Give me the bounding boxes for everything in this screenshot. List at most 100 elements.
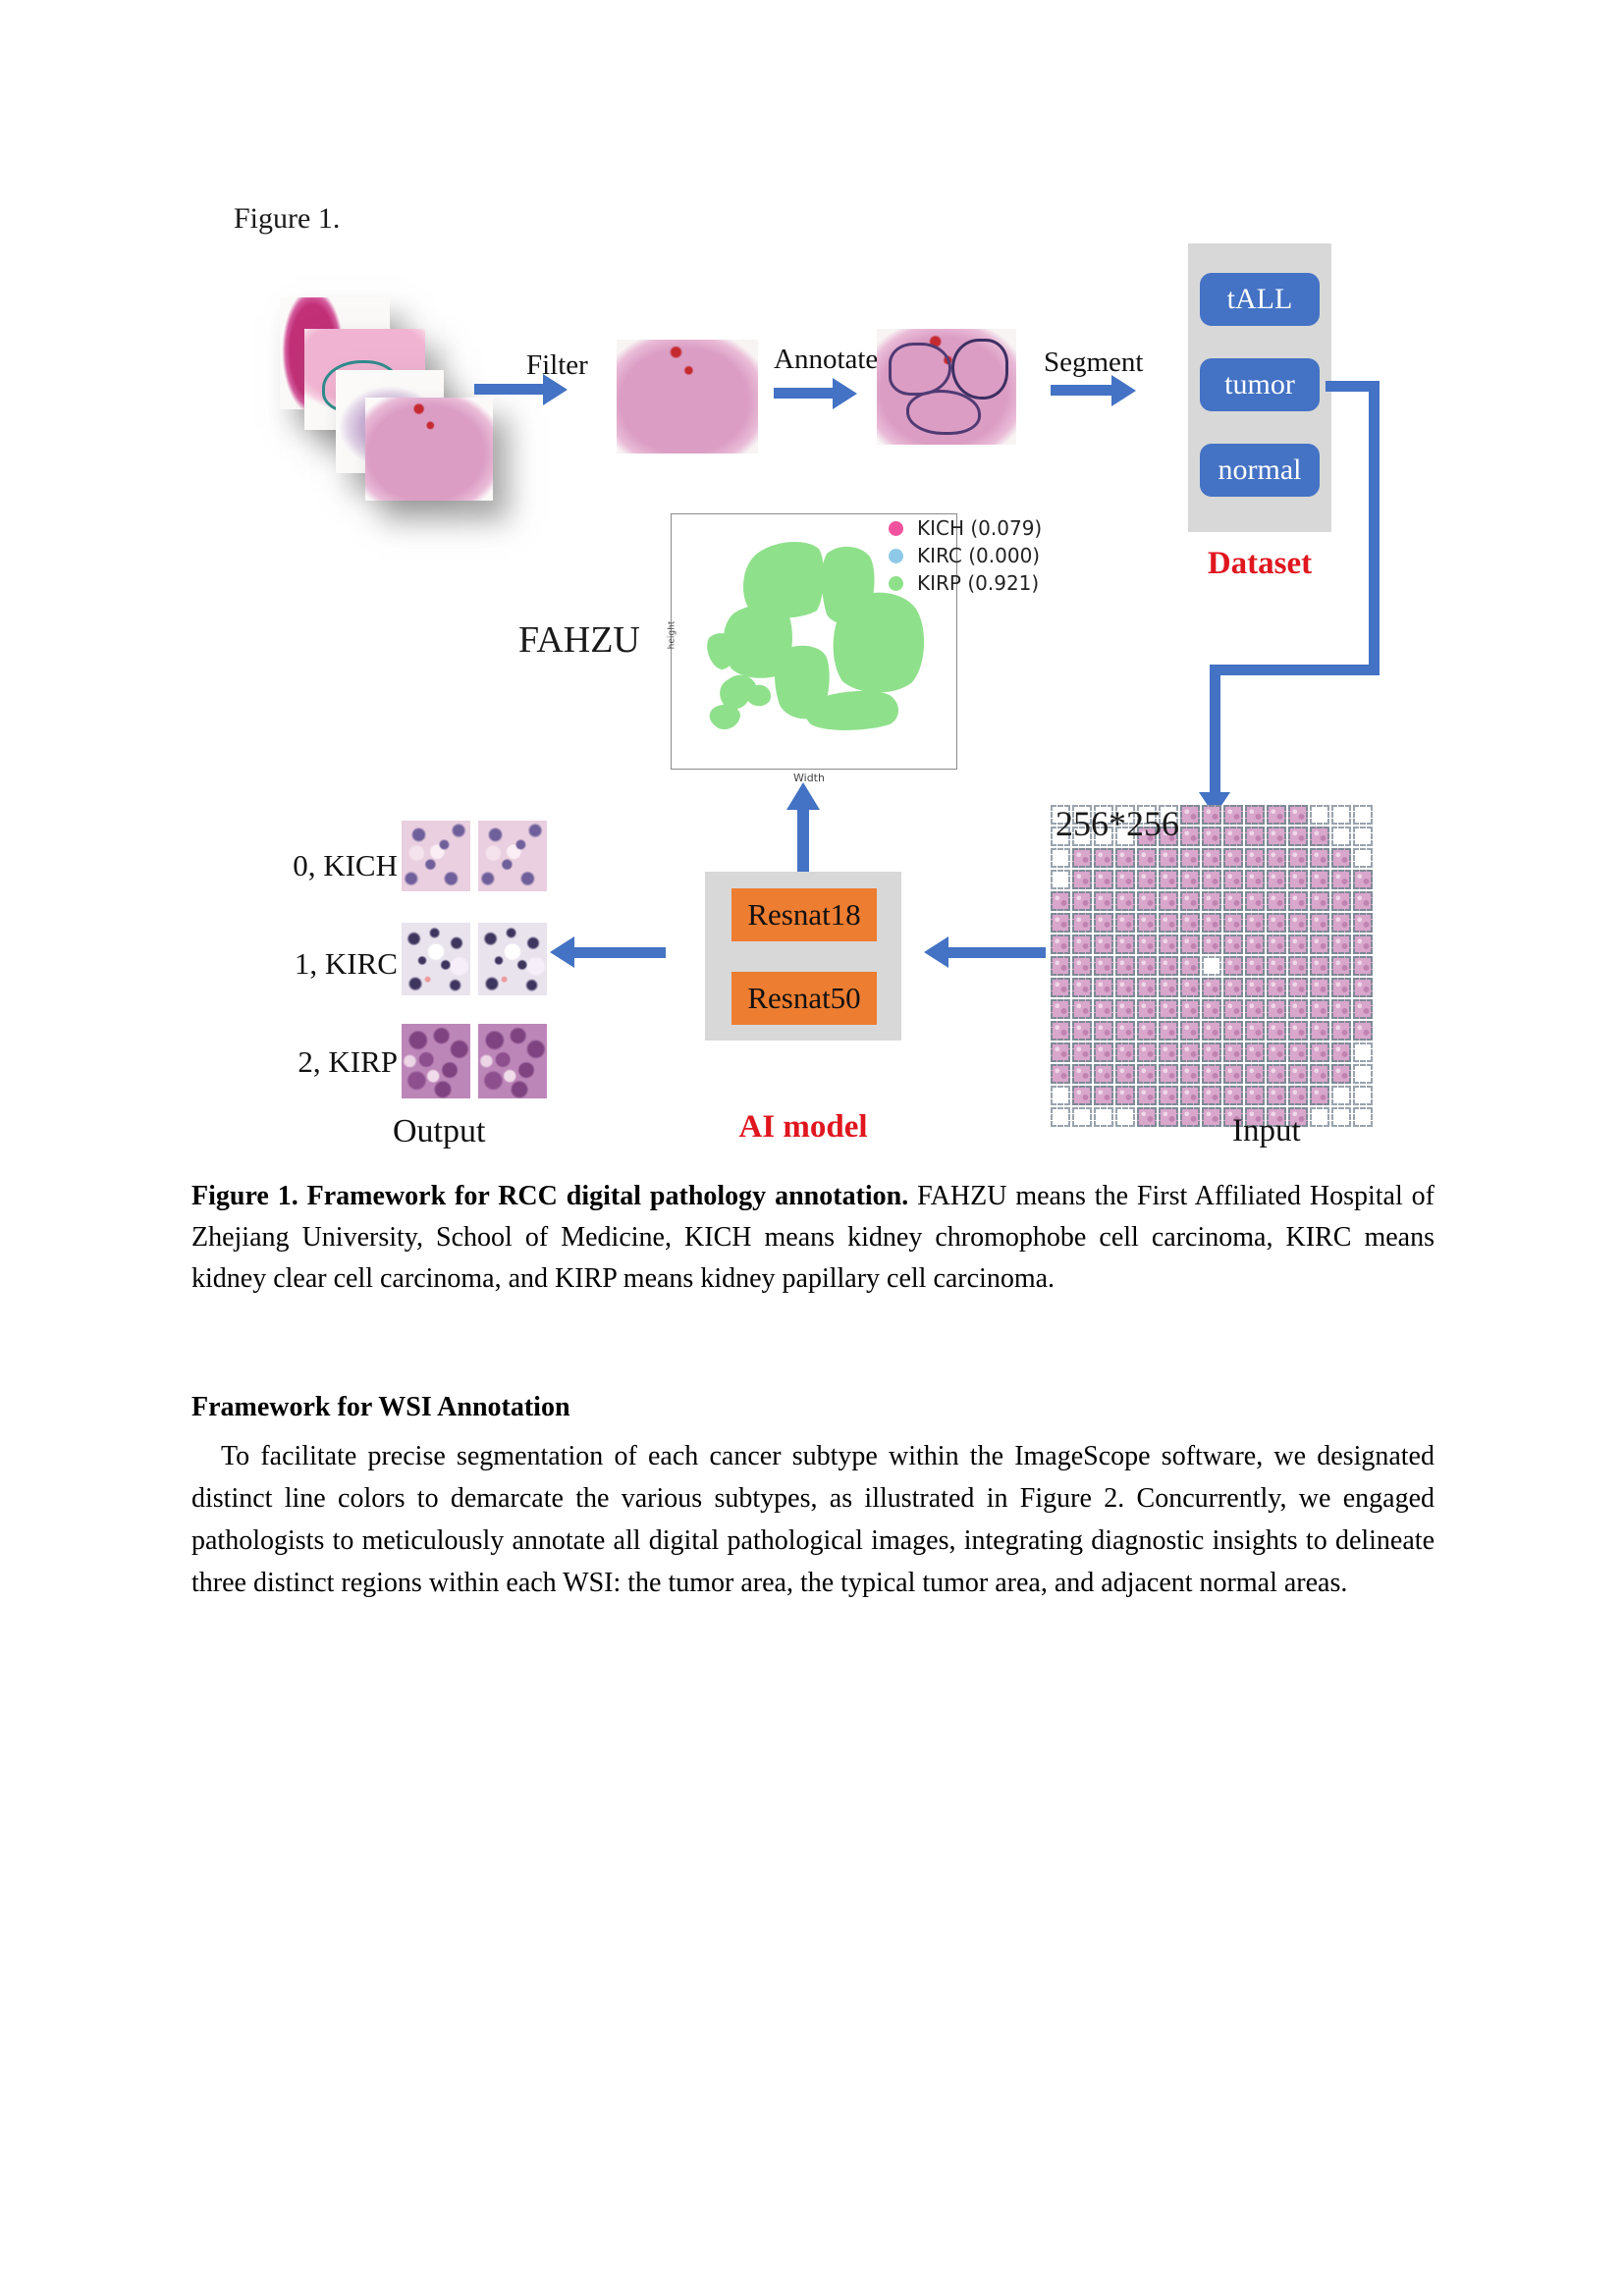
empty-patch-cell	[1331, 805, 1351, 825]
figure-caption: Figure 1. Framework for RCC digital path…	[191, 1176, 1435, 1300]
tissue-patch-cell	[1180, 1064, 1200, 1084]
empty-patch-cell	[1051, 1107, 1070, 1127]
tissue-patch-cell	[1159, 913, 1178, 933]
tissue-patch-cell	[1115, 1086, 1135, 1105]
tissue-patch-cell	[1072, 1086, 1092, 1105]
dataset-class-tumor[interactable]: tumor	[1200, 358, 1320, 411]
annotation-outline-2	[951, 339, 1008, 400]
dataset-class-normal[interactable]: normal	[1200, 444, 1320, 497]
tissue-patch-cell	[1267, 1021, 1286, 1041]
tissue-patch-cell	[1159, 934, 1178, 954]
tissue-patch-cell	[1288, 1086, 1308, 1105]
tissue-patch-cell	[1288, 934, 1308, 954]
tissue-patch-cell	[1202, 1042, 1221, 1062]
tissue-patch-cell	[1180, 934, 1200, 954]
tissue-patch-cell	[1115, 1042, 1135, 1062]
tissue-patch-cell	[1310, 827, 1329, 846]
tissue-patch-cell	[1137, 913, 1157, 933]
tissue-patch-cell	[1223, 805, 1243, 825]
tissue-patch-cell	[1267, 1086, 1286, 1105]
tissue-patch-cell	[1072, 956, 1092, 976]
tissue-patch-cell	[1094, 978, 1113, 997]
empty-patch-cell	[1353, 1086, 1373, 1105]
tissue-patch-cell	[1331, 891, 1351, 911]
tissue-patch-cell	[1245, 1021, 1265, 1041]
tissue-patch-cell	[1159, 848, 1178, 868]
tissue-patch-cell	[1310, 978, 1329, 997]
kich-sample-2	[478, 821, 547, 891]
tissue-patch-cell	[1245, 891, 1265, 911]
tissue-patch-cell	[1310, 1086, 1329, 1105]
tissue-patch-cell	[1202, 934, 1221, 954]
tissue-patch-cell	[1245, 934, 1265, 954]
figure-caption-rest: FAHZU means the First Affiliated Hospita…	[191, 1181, 1435, 1294]
input-to-ai-arrow-head	[924, 936, 948, 968]
plot-x-axis-label: Width	[793, 772, 825, 784]
figure-caption-bold: Figure 1. Framework for RCC digital path…	[191, 1181, 909, 1211]
tissue-patch-cell	[1267, 805, 1286, 825]
tissue-patch-cell	[1137, 827, 1157, 846]
kirc-sample-1	[402, 923, 470, 995]
empty-patch-cell	[1353, 805, 1373, 825]
tissue-patch-cell	[1137, 891, 1157, 911]
plot-y-axis-label: height	[667, 620, 677, 650]
empty-patch-cell	[1094, 1107, 1113, 1127]
legend-label-kich: KICH (0.079)	[917, 516, 1043, 540]
tissue-patch-cell	[1245, 1107, 1265, 1127]
empty-patch-cell	[1094, 805, 1113, 825]
tissue-patch-cell	[1331, 913, 1351, 933]
tissue-patch-cell	[1072, 978, 1092, 997]
tissue-patch-cell	[1159, 891, 1178, 911]
kirp-sample-1	[402, 1024, 470, 1098]
tissue-patch-cell	[1223, 1042, 1243, 1062]
legend-label-kirp: KIRP (0.921)	[917, 571, 1040, 595]
tissue-patch-cell	[1115, 999, 1135, 1019]
tissue-patch-cell	[1331, 848, 1351, 868]
tissue-patch-cell	[1267, 999, 1286, 1019]
annotated-wsi-image	[877, 329, 1016, 445]
model-resnat50-button[interactable]: Resnat50	[731, 972, 877, 1025]
empty-patch-cell	[1072, 1107, 1092, 1127]
tissue-patch-cell	[1267, 891, 1286, 911]
tissue-patch-cell	[1310, 956, 1329, 976]
tissue-patch-cell	[1137, 934, 1157, 954]
kirp-region-blobs	[707, 541, 925, 730]
tissue-patch-cell	[1288, 999, 1308, 1019]
tissue-patch-cell	[1051, 1021, 1070, 1041]
tissue-patch-cell	[1137, 999, 1157, 1019]
dataset-class-tall[interactable]: tALL	[1200, 273, 1320, 326]
tissue-patch-cell	[1180, 827, 1200, 846]
tissue-patch-cell	[1245, 999, 1265, 1019]
tissue-patch-cell	[1223, 978, 1243, 997]
model-resnat18-button[interactable]: Resnat18	[731, 888, 877, 941]
wsi-stack-image-4	[365, 398, 493, 501]
tissue-patch-cell	[1353, 956, 1373, 976]
tissue-patch-cell	[1180, 978, 1200, 997]
tissue-patch-cell	[1310, 848, 1329, 868]
tissue-patch-cell	[1137, 1086, 1157, 1105]
tissue-patch-cell	[1094, 848, 1113, 868]
tissue-patch-cell	[1288, 913, 1308, 933]
empty-patch-cell	[1353, 1064, 1373, 1084]
empty-patch-cell	[1353, 1107, 1373, 1127]
tissue-patch-cell	[1331, 1042, 1351, 1062]
tissue-patch-cell	[1115, 978, 1135, 997]
kich-sample-1	[402, 821, 470, 891]
output-class-2-label: 2, KIRP	[298, 1044, 398, 1079]
input-patch-grid	[1051, 805, 1373, 1127]
tissue-patch-cell	[1331, 956, 1351, 976]
tissue-patch-cell	[1353, 870, 1373, 889]
empty-patch-cell	[1310, 805, 1329, 825]
empty-patch-cell	[1051, 827, 1070, 846]
tissue-patch-cell	[1159, 870, 1178, 889]
tissue-patch-cell	[1288, 1042, 1308, 1062]
tissue-patch-cell	[1072, 1021, 1092, 1041]
tissue-patch-cell	[1180, 999, 1200, 1019]
empty-patch-cell	[1202, 956, 1221, 976]
tissue-patch-cell	[1072, 848, 1092, 868]
tissue-patch-cell	[1331, 870, 1351, 889]
tissue-patch-cell	[1288, 848, 1308, 868]
tissue-patch-cell	[1245, 1042, 1265, 1062]
ai-to-plot-arrow	[797, 809, 809, 872]
tissue-patch-cell	[1288, 978, 1308, 997]
